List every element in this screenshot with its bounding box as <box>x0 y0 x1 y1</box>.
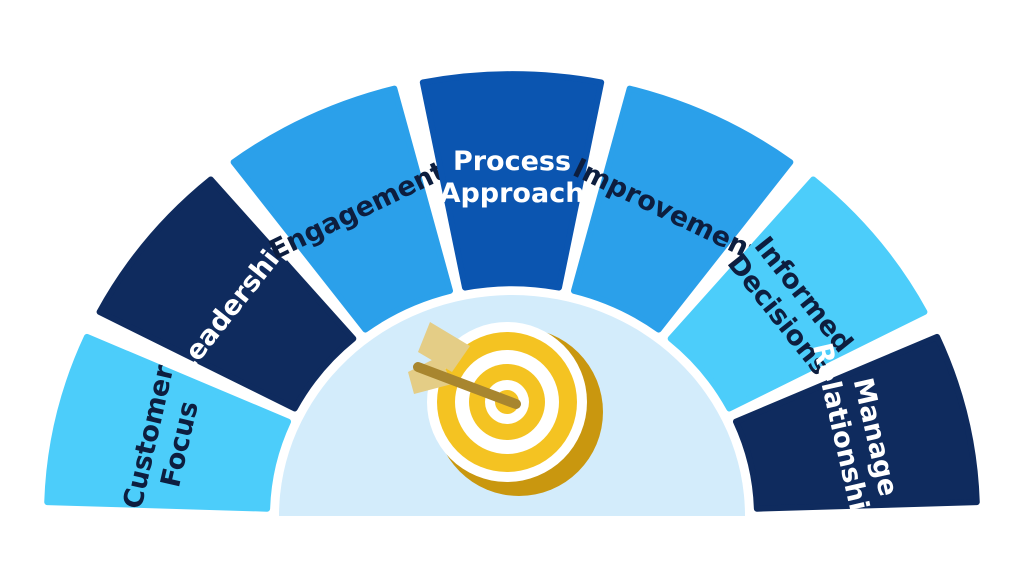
segment-manage-relationships-shape <box>732 333 980 512</box>
segment-label-line: Approach <box>440 178 585 209</box>
arrow-shaft <box>413 362 521 409</box>
segment-improvement-shape <box>570 85 794 333</box>
arrow-fletching-top <box>418 322 470 372</box>
segment-informed-decisions: InformedDecisions <box>667 176 928 412</box>
segment-improvement: Improvement <box>568 85 794 333</box>
segment-customer-focus: CustomerFocus <box>44 333 292 512</box>
segment-label-line: Process <box>453 146 571 177</box>
segment-customer-focus-shape <box>44 333 292 512</box>
segment-process-approach-shape <box>419 71 605 291</box>
segment-informed-decisions-shape <box>667 176 928 412</box>
segment-engagement-shape <box>230 85 454 333</box>
segment-engagement: Engagement <box>230 85 454 333</box>
target-with-arrow-icon <box>408 322 603 496</box>
segment-leadership: Leadership <box>96 176 357 412</box>
segment-leadership-shape <box>96 176 357 412</box>
